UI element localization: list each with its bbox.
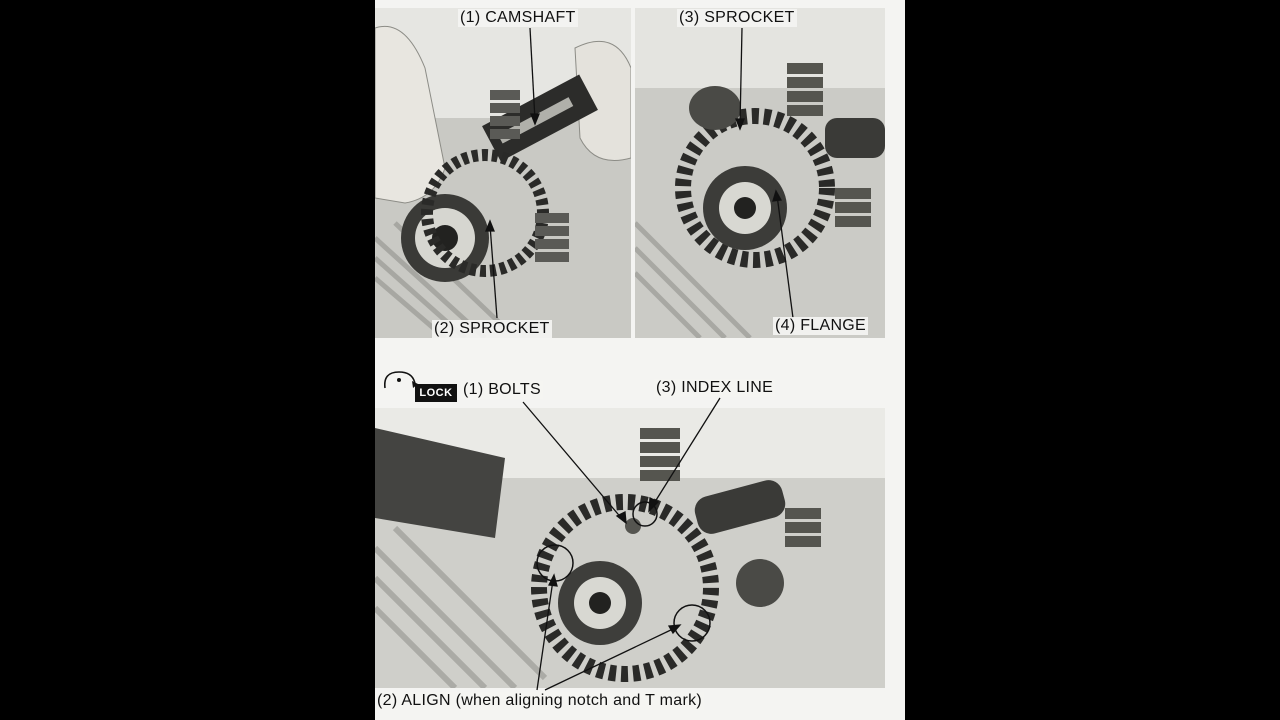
callout-flange: (4) FLANGE [773,317,869,335]
photo-sprocket-flange-image [635,8,885,338]
photo-sprocket-flange [635,8,885,338]
callout-sprocket-left: (2) SPROCKET [432,320,552,338]
lock-wrench-icon [383,371,418,389]
photo-camshaft-install [375,8,631,338]
callout-index-line: (3) INDEX LINE [654,379,776,397]
photo-bolts-alignment [375,408,885,688]
lock-badge: LOCK [415,384,457,402]
callout-camshaft: (1) CAMSHAFT [458,9,578,27]
manual-page: (1) CAMSHAFT (2) SPROCKET (3) SPROCKET (… [375,0,905,720]
photo-bolts-alignment-image [375,408,885,688]
callout-align: (2) ALIGN (when aligning notch and T mar… [375,692,705,710]
callout-sprocket-right: (3) SPROCKET [677,9,797,27]
callout-bolts: (1) BOLTS [461,381,543,399]
photo-camshaft-install-image [375,8,631,338]
